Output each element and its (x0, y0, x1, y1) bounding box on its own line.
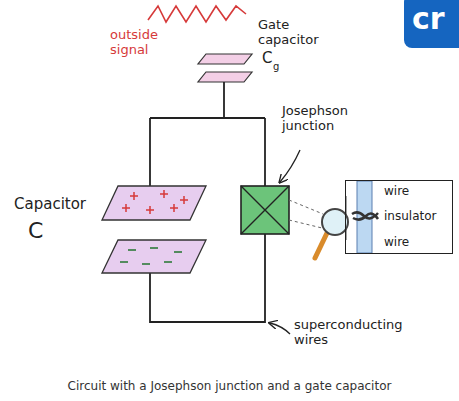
negative-charges (120, 248, 182, 264)
josephson-junction (241, 186, 289, 234)
logo-badge (404, 0, 459, 48)
logo-text: cr (412, 2, 456, 37)
part-label: Gate capacitor (258, 18, 330, 48)
part-label: Capacitor (14, 196, 100, 213)
insulator-layer (352, 212, 378, 219)
magnifier-handle (315, 233, 327, 258)
signal-wave (148, 6, 246, 22)
symbol-label: C (28, 218, 48, 243)
capacitor-plate (102, 186, 206, 220)
capacitor-plate (102, 240, 206, 273)
leader-line (280, 150, 300, 182)
gate-plate (198, 72, 252, 82)
part-label: Josephson junction (282, 104, 362, 134)
inset-label: insulator (384, 209, 436, 223)
subscript-label: g (273, 61, 283, 73)
leader-line (270, 323, 290, 334)
inset-label: wire (384, 184, 409, 198)
figure-caption: Circuit with a Josephson junction and a … (0, 380, 459, 394)
magnified-inset: wire insulator wire (345, 180, 453, 254)
junction-cross (241, 186, 289, 234)
part-label: superconducting wires (294, 318, 418, 348)
magnify-rays (289, 200, 323, 228)
gate-plate (198, 54, 252, 64)
inset-label: wire (384, 235, 409, 249)
signal-label: outside signal (110, 28, 172, 58)
positive-charges (122, 190, 188, 214)
